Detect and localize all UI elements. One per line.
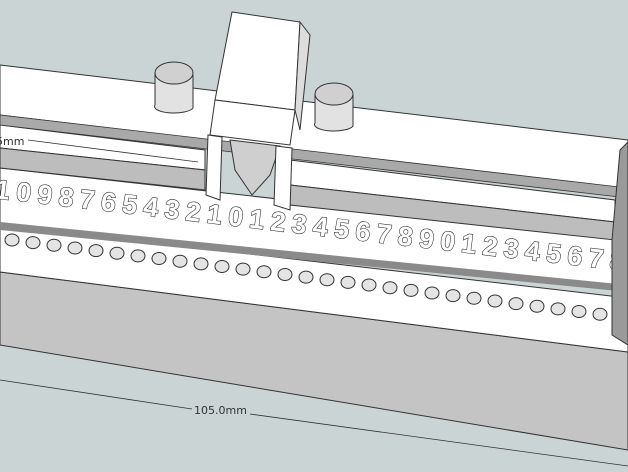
hole: [571, 305, 587, 319]
back-body-groove: [0, 114, 628, 199]
hole: [46, 238, 62, 252]
hole: [214, 260, 230, 273]
length-dimension-line-right: [249, 413, 628, 467]
length-dimension-line-left: [0, 379, 193, 410]
hole: [424, 286, 440, 300]
hole: [508, 297, 524, 311]
scale-digit: 2: [269, 206, 288, 238]
carriage-leg-right: [273, 145, 293, 211]
scale-digit: 4: [142, 191, 161, 223]
scale-digits: 109876543210123456789012345678: [0, 174, 627, 278]
hole: [466, 291, 482, 305]
hole-row: [4, 233, 628, 324]
hole: [4, 233, 20, 247]
length-dimension-label: 105.0mm: [194, 404, 247, 417]
left-rail-front: [0, 147, 206, 191]
scale-digit: 1: [460, 228, 479, 260]
hole: [151, 252, 167, 266]
carriage-leg-left: [205, 134, 223, 201]
hole: [88, 244, 104, 258]
hole: [25, 236, 41, 250]
hole: [592, 307, 608, 321]
hole: [130, 249, 146, 263]
hole: [235, 262, 251, 276]
scale-digit: 4: [311, 211, 330, 243]
knob-left[interactable]: [154, 61, 194, 114]
hole: [403, 283, 419, 297]
end-plate: [611, 141, 628, 346]
scale-digit: 8: [396, 221, 415, 253]
carriage-side: [294, 20, 311, 131]
scale-digit: 4: [523, 235, 542, 267]
hole: [256, 265, 272, 279]
scale-digit: 5: [332, 213, 351, 245]
carriage-top: [214, 11, 301, 111]
hole: [361, 278, 377, 292]
hole: [340, 275, 356, 289]
knob-right[interactable]: [314, 82, 354, 132]
scale-digit: 1: [248, 204, 267, 236]
hole: [298, 270, 314, 284]
carriage-pointer: [229, 139, 281, 196]
hole: [487, 294, 503, 308]
scale-digit: 2: [481, 231, 500, 263]
partial-dimension-line: [27, 139, 199, 163]
hole: [277, 267, 293, 281]
hole: [172, 254, 188, 268]
scale-digit: 9: [36, 179, 55, 211]
hole: [67, 241, 83, 255]
hole: [193, 257, 209, 271]
hole: [550, 302, 566, 316]
scale-digit: 7: [78, 184, 97, 216]
scale-digit: 3: [502, 233, 521, 265]
scale-digit: 6: [354, 216, 373, 248]
hole: [319, 273, 335, 287]
hole: [445, 289, 461, 303]
scale-digit: 8: [57, 182, 76, 214]
scale-digit: 7: [587, 243, 606, 275]
carriage-front: [209, 99, 296, 146]
scale-digit: 1: [205, 199, 224, 231]
hole: [529, 299, 545, 313]
scale-digit: 3: [163, 194, 182, 226]
scale-digit: 7: [375, 218, 394, 250]
scale-digit: 9: [417, 223, 436, 255]
scale-digit: 0: [226, 201, 245, 233]
scale-digit: 6: [99, 186, 118, 218]
scale-digit: 5: [120, 189, 139, 221]
scale-band-shadow: [0, 222, 628, 292]
hole: [382, 281, 398, 295]
scale-digit: 0: [438, 226, 457, 258]
scale-digit: 3: [290, 208, 309, 240]
partial-dimension-label: 5mm: [0, 135, 24, 148]
hole: [109, 246, 125, 260]
scale-digit: 0: [14, 177, 33, 209]
scale-digit: 2: [184, 196, 203, 228]
scale-digit: 6: [566, 240, 585, 272]
scale-digit: 5: [544, 238, 563, 270]
